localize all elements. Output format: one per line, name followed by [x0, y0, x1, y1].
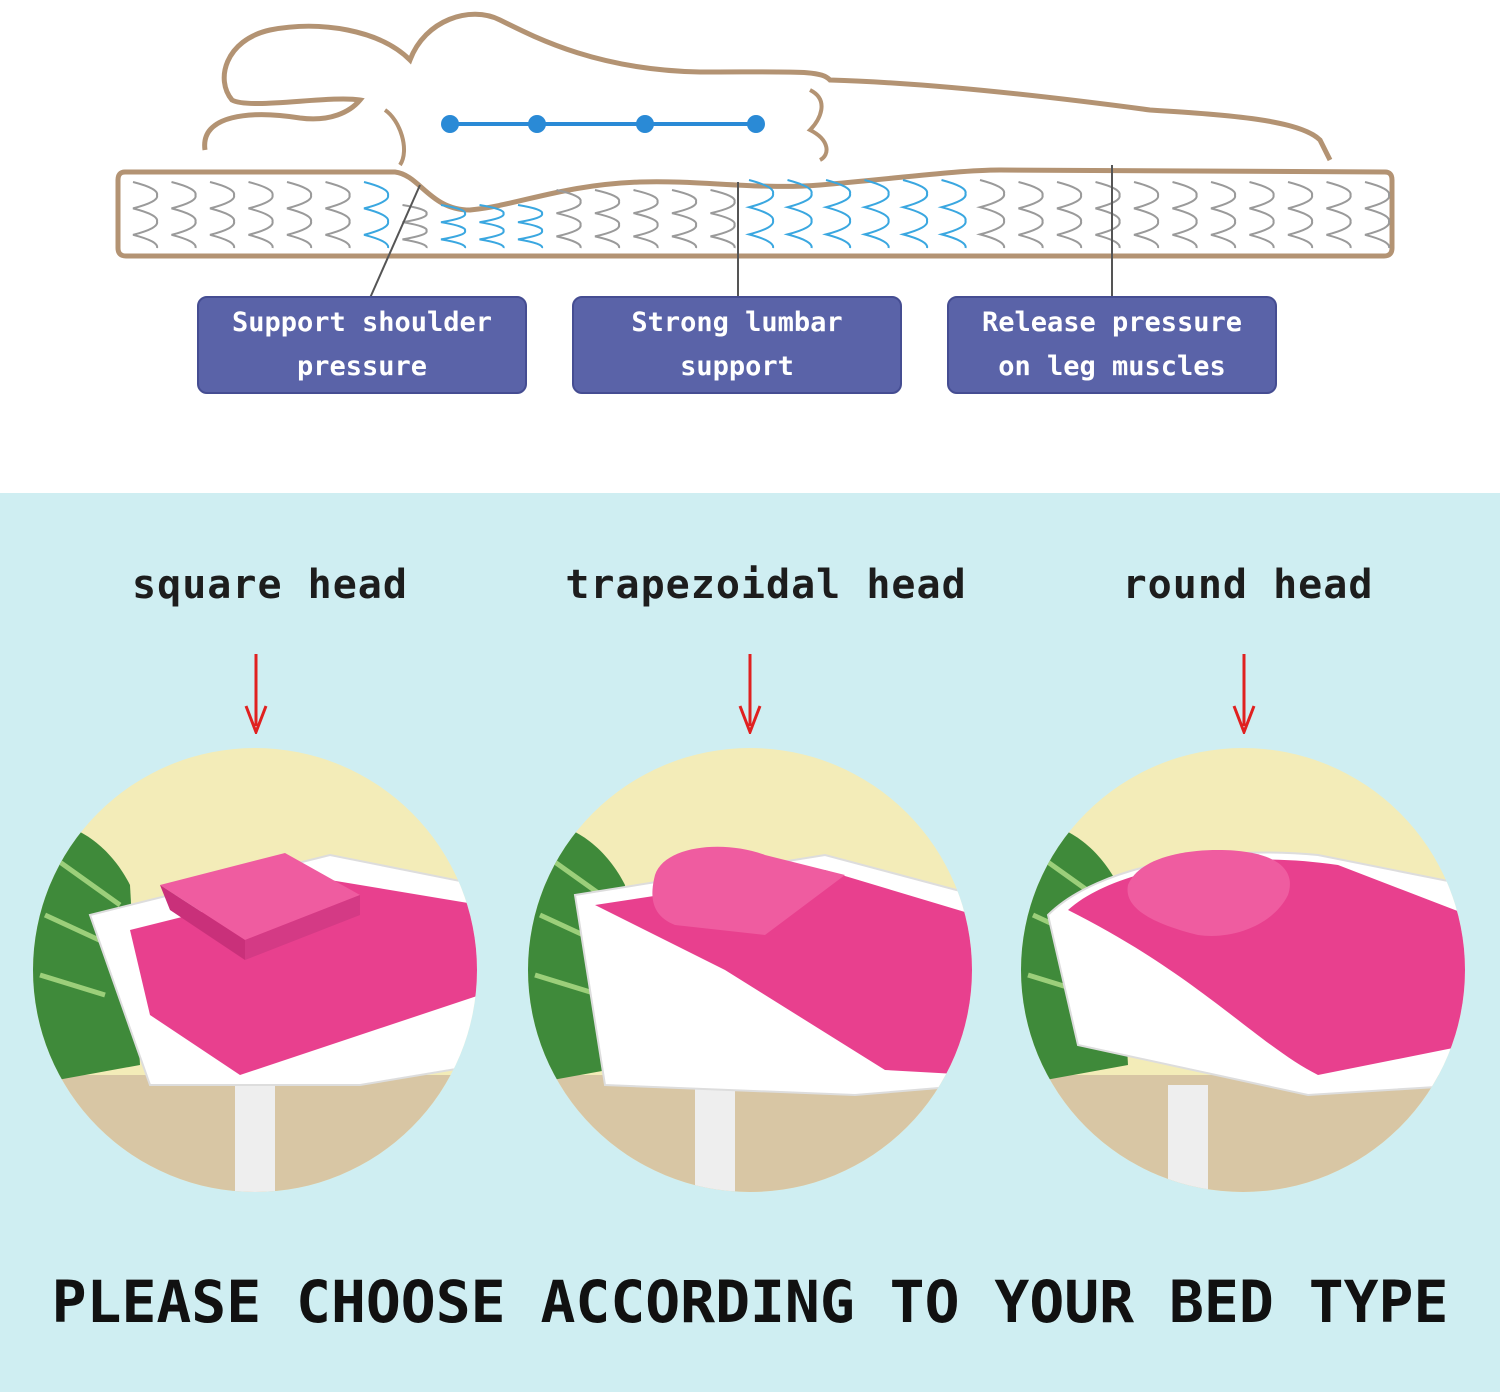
spring-coil [1056, 181, 1083, 249]
spring-coil [1326, 181, 1352, 249]
spine-dot [441, 115, 459, 133]
spring-coil [440, 204, 467, 249]
down-arrow-icon [244, 654, 268, 734]
spring-coil [976, 179, 1006, 249]
spring-coil [1133, 181, 1160, 249]
spring-coil [899, 179, 929, 249]
down-arrow-icon [1232, 654, 1256, 734]
spring-coil [479, 204, 505, 249]
callout-lumbar: Strong lumbar support [572, 296, 902, 394]
spring-coil [783, 179, 813, 249]
spring-coils [132, 179, 1391, 249]
spring-coil [860, 179, 890, 249]
spring-coil [132, 181, 159, 249]
option-label-trapezoidal: trapezoidal head [565, 562, 967, 608]
spine-dot [636, 115, 654, 133]
spring-coil [209, 181, 236, 249]
spring-coil [517, 204, 544, 249]
footer-instruction: PLEASE CHOOSE ACCORDING TO YOUR BED TYPE [51, 1268, 1449, 1336]
spring-coil [745, 179, 775, 249]
spring-coil [822, 179, 852, 249]
spring-coil [1210, 181, 1237, 249]
option-label-square: square head [132, 562, 408, 608]
spring-coil [1018, 181, 1044, 249]
mattress-diagram [115, 11, 1395, 299]
spring-coil [325, 181, 351, 249]
spine-dot [528, 115, 546, 133]
callout-legs: Release pressure on leg muscles [947, 296, 1277, 394]
mattress-diagram-section: Support shoulder pressure Strong lumbar … [0, 0, 1500, 493]
callout-shoulder: Support shoulder pressure [197, 296, 527, 394]
spring-coil [248, 181, 274, 249]
photo-round-head[interactable] [1018, 745, 1468, 1195]
spring-coil [363, 181, 390, 249]
spring-coil [556, 189, 582, 249]
spring-coil [402, 204, 428, 249]
spring-coil [937, 179, 967, 249]
option-label-round: round head [1122, 562, 1374, 608]
spring-coil [1095, 181, 1121, 249]
spring-coil [633, 189, 659, 249]
spring-coil [286, 181, 313, 249]
spring-coil [171, 181, 197, 249]
spring-coil [1249, 181, 1275, 249]
spine-dot [747, 115, 765, 133]
spring-coil [1172, 181, 1198, 249]
body-silhouette [202, 11, 1333, 162]
body-silhouette-lower [806, 88, 829, 162]
connector-line [369, 184, 421, 299]
spring-coil [594, 189, 621, 249]
spring-coil [1287, 181, 1314, 249]
spring-coil [1364, 181, 1391, 249]
down-arrow-icon [738, 654, 762, 734]
spring-coil [710, 189, 736, 249]
spring-coil [671, 189, 698, 249]
mattress-frame [115, 167, 1395, 259]
photo-square-head[interactable] [30, 745, 480, 1195]
photo-trapezoidal-head[interactable] [525, 745, 975, 1195]
body-silhouette-back [383, 108, 406, 167]
